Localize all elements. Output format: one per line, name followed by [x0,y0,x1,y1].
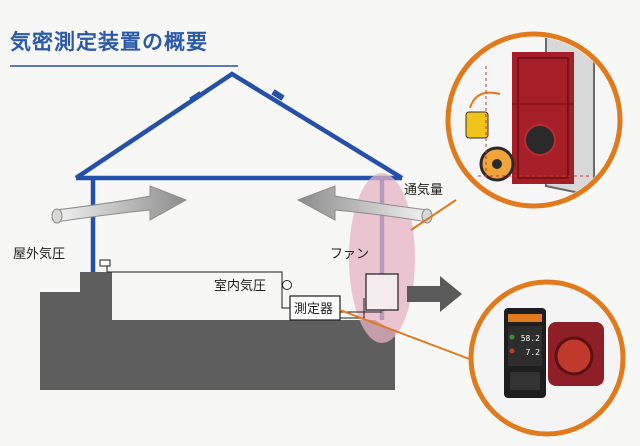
device-reading-1: 58.2 [521,334,540,343]
meter-box [289,295,341,321]
label-ventilation: 通気量 [404,182,443,198]
label-meter: 測定器 [294,302,333,317]
outdoor-sensor [99,259,111,267]
indoor-sensor [282,280,292,290]
fan-door-photo [445,31,623,209]
diagram-title: 気密測定装置の概要 [10,30,208,54]
label-fan: ファン [330,247,369,262]
exhaust-arrow [407,276,462,312]
foundation [40,272,395,390]
leader-line-fan [410,199,457,231]
device-screen [508,326,542,366]
roof-vent-left [189,91,203,103]
airflow-arrow-out [296,185,433,224]
gauge-unit [465,111,489,139]
label-outdoor-pressure: 屋外気圧 [13,246,65,262]
blower-door-panel [512,52,574,184]
fan-box [365,273,399,311]
meter-device-photo: 58.2 7.2 [468,279,626,437]
device-reading-2: 7.2 [526,348,541,357]
label-indoor-pressure: 室内気圧 [214,278,266,294]
roof-vent-right [271,89,285,101]
leader-line-meter [339,309,473,361]
airflow-arrow-in [51,185,188,224]
